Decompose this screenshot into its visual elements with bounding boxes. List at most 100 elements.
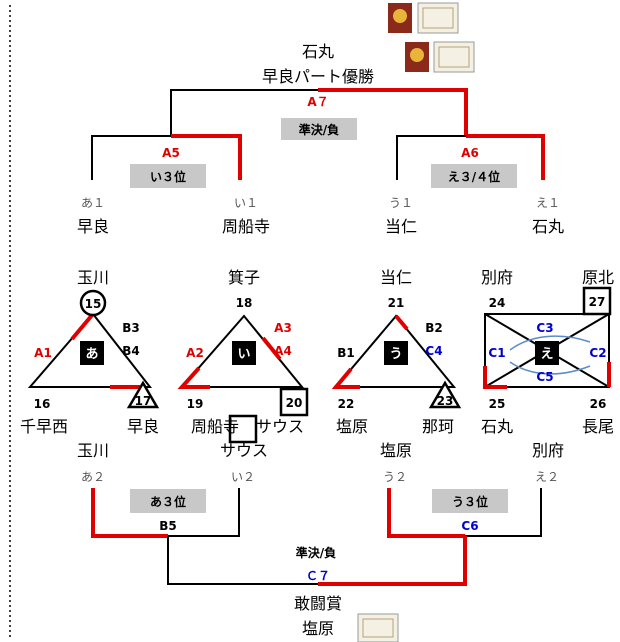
- lower-right-winner-line: [387, 488, 465, 538]
- group-a-top-name: 玉川: [77, 268, 109, 287]
- group-u-win-mark-left: [331, 367, 360, 389]
- group-a-badge-box: [80, 341, 104, 365]
- group-e-br-num: 26: [590, 397, 607, 411]
- group-u-code-r2: C4: [425, 344, 442, 358]
- group-u-right-triangle-mark: [428, 380, 462, 409]
- lower-right-match: C6: [461, 519, 478, 533]
- group-i-square-mark-lower: [228, 414, 258, 444]
- final-title: 早良パート優勝: [262, 67, 374, 86]
- semi2-left-line: [396, 135, 466, 180]
- group-e-code-c5: C5: [536, 370, 553, 384]
- group-u-win-mark-top: [394, 314, 409, 331]
- final-semi-label-box: [281, 118, 357, 140]
- lower-semi-label: 準決/負: [296, 545, 336, 560]
- group-e-bl-num: 25: [489, 397, 506, 411]
- group-u-code-left: B1: [337, 346, 355, 360]
- group-e-tr-name: 原北: [582, 268, 614, 287]
- semi1-winner-line: [171, 134, 242, 180]
- group-a-bottom-name: 玉川: [77, 441, 109, 460]
- group-i-win-mark-left: [177, 366, 210, 389]
- group-e-code-c1: C1: [488, 346, 505, 360]
- final-bracket-left-line: [170, 89, 318, 136]
- group-a-code-left: A1: [34, 346, 52, 360]
- semi2-right-code: え１: [536, 196, 560, 210]
- group-e-tl-num: 24: [489, 296, 506, 310]
- lower-code-u: う２: [383, 470, 407, 484]
- group-e-arrow-2: [509, 361, 591, 375]
- group-i-code-r1: A3: [274, 321, 292, 335]
- group-e-code-c3: C3: [536, 321, 553, 335]
- semi1-right-code: い１: [234, 196, 258, 210]
- group-e-tr-num: 27: [589, 295, 606, 309]
- lower-left-match: B5: [159, 519, 177, 533]
- lower-prize-winner: 塩原: [302, 619, 334, 638]
- group-a-right-triangle-mark: [126, 380, 160, 409]
- final-match-code: A７: [307, 95, 328, 109]
- group-i-code-r2: A4: [274, 344, 292, 358]
- semi1-place-box: [130, 164, 206, 188]
- final-semi-label: 準決/負: [299, 122, 339, 137]
- group-u-code-r1: B2: [425, 321, 443, 335]
- group-i: 箕子 18 い A2 A3 A4 20 19 周船寺 サウス サウス: [177, 268, 309, 460]
- group-i-right-square-mark: [279, 387, 309, 417]
- group-u-triangle: [333, 314, 457, 388]
- group-e-tr-square-mark: [582, 286, 612, 316]
- final-bracket-winner-line: [318, 88, 468, 136]
- group-i-badge-box: [232, 341, 256, 365]
- group-i-win-mark-right: [261, 336, 282, 361]
- lower-code-a: あ２: [81, 470, 105, 484]
- group-i-top-name: 箕子: [228, 268, 260, 287]
- group-e-br-name: 長尾: [582, 417, 614, 436]
- semi1-left-line: [91, 135, 171, 180]
- certificate-image-bottom: [357, 613, 399, 642]
- lower-final-match: Ｃ７: [306, 569, 330, 583]
- lower-left-place-box: [130, 489, 206, 513]
- semi1-left-name: 早良: [77, 217, 109, 236]
- semi2-left-name: 当仁: [385, 217, 417, 236]
- group-e-tl-name: 別府: [481, 268, 513, 287]
- group-e-bottom-name: 別府: [532, 441, 564, 460]
- lower-final-left-line: [167, 536, 318, 585]
- group-a-triangle: [27, 312, 153, 388]
- group-a-badge: あ: [85, 347, 98, 362]
- lower-left-loser-line: [168, 488, 240, 537]
- group-a: 玉川 15 あ A1 B3 B4 17 16 千早西 早良 玉川: [20, 268, 160, 460]
- group-e-arrow-1: [509, 335, 591, 351]
- group-a-code-r1: B3: [122, 321, 140, 335]
- group-e-bl-name: 石丸: [481, 417, 513, 436]
- semi1-match-code: A5: [162, 146, 180, 160]
- semi2-place-label: え３/４位: [448, 169, 500, 184]
- trophy-certificate-image-second: [405, 41, 475, 73]
- lower-final-winner-line: [318, 536, 467, 586]
- semi1-right-name: 周船寺: [222, 217, 270, 236]
- group-u-left-num: 22: [338, 397, 355, 411]
- group-a-top-num: 15: [85, 297, 102, 311]
- group-e-square: [484, 313, 610, 388]
- lower-right-loser-line: [465, 488, 542, 537]
- group-u-badge-box: [384, 341, 408, 365]
- final-winner-name: 石丸: [302, 42, 334, 61]
- group-u-bottom-name: 塩原: [380, 441, 412, 460]
- group-u-left-name: 塩原: [336, 417, 368, 436]
- group-i-right-name: サウス: [256, 417, 304, 436]
- lower-right-place-box: [432, 489, 508, 513]
- group-a-left-num: 16: [34, 397, 51, 411]
- group-i-right-num: 20: [286, 396, 303, 410]
- group-a-right-num: 17: [135, 394, 152, 408]
- semi2-match-code: A6: [461, 146, 479, 160]
- group-e-win-mark-bl: [483, 366, 507, 389]
- group-a-code-r2: B4: [122, 344, 140, 358]
- semi2-winner-line: [466, 134, 545, 180]
- group-i-left-num: 19: [187, 397, 204, 411]
- lower-prize: 敢闘賞: [294, 594, 342, 613]
- semi2-right-name: 石丸: [532, 217, 564, 236]
- semi2-place-box: [431, 164, 517, 188]
- group-u: 当仁 21 う B1 B2 C4 23 22 塩原 那珂 塩原: [331, 268, 462, 460]
- group-u-right-name: 那珂: [422, 417, 454, 436]
- group-a-top-circle: [79, 289, 107, 317]
- semi1-left-code: あ１: [81, 196, 105, 210]
- group-i-top-num: 18: [236, 296, 253, 310]
- lower-left-winner-line: [91, 488, 168, 538]
- lower-right-place: う３位: [452, 494, 488, 509]
- group-u-top-num: 21: [388, 296, 405, 310]
